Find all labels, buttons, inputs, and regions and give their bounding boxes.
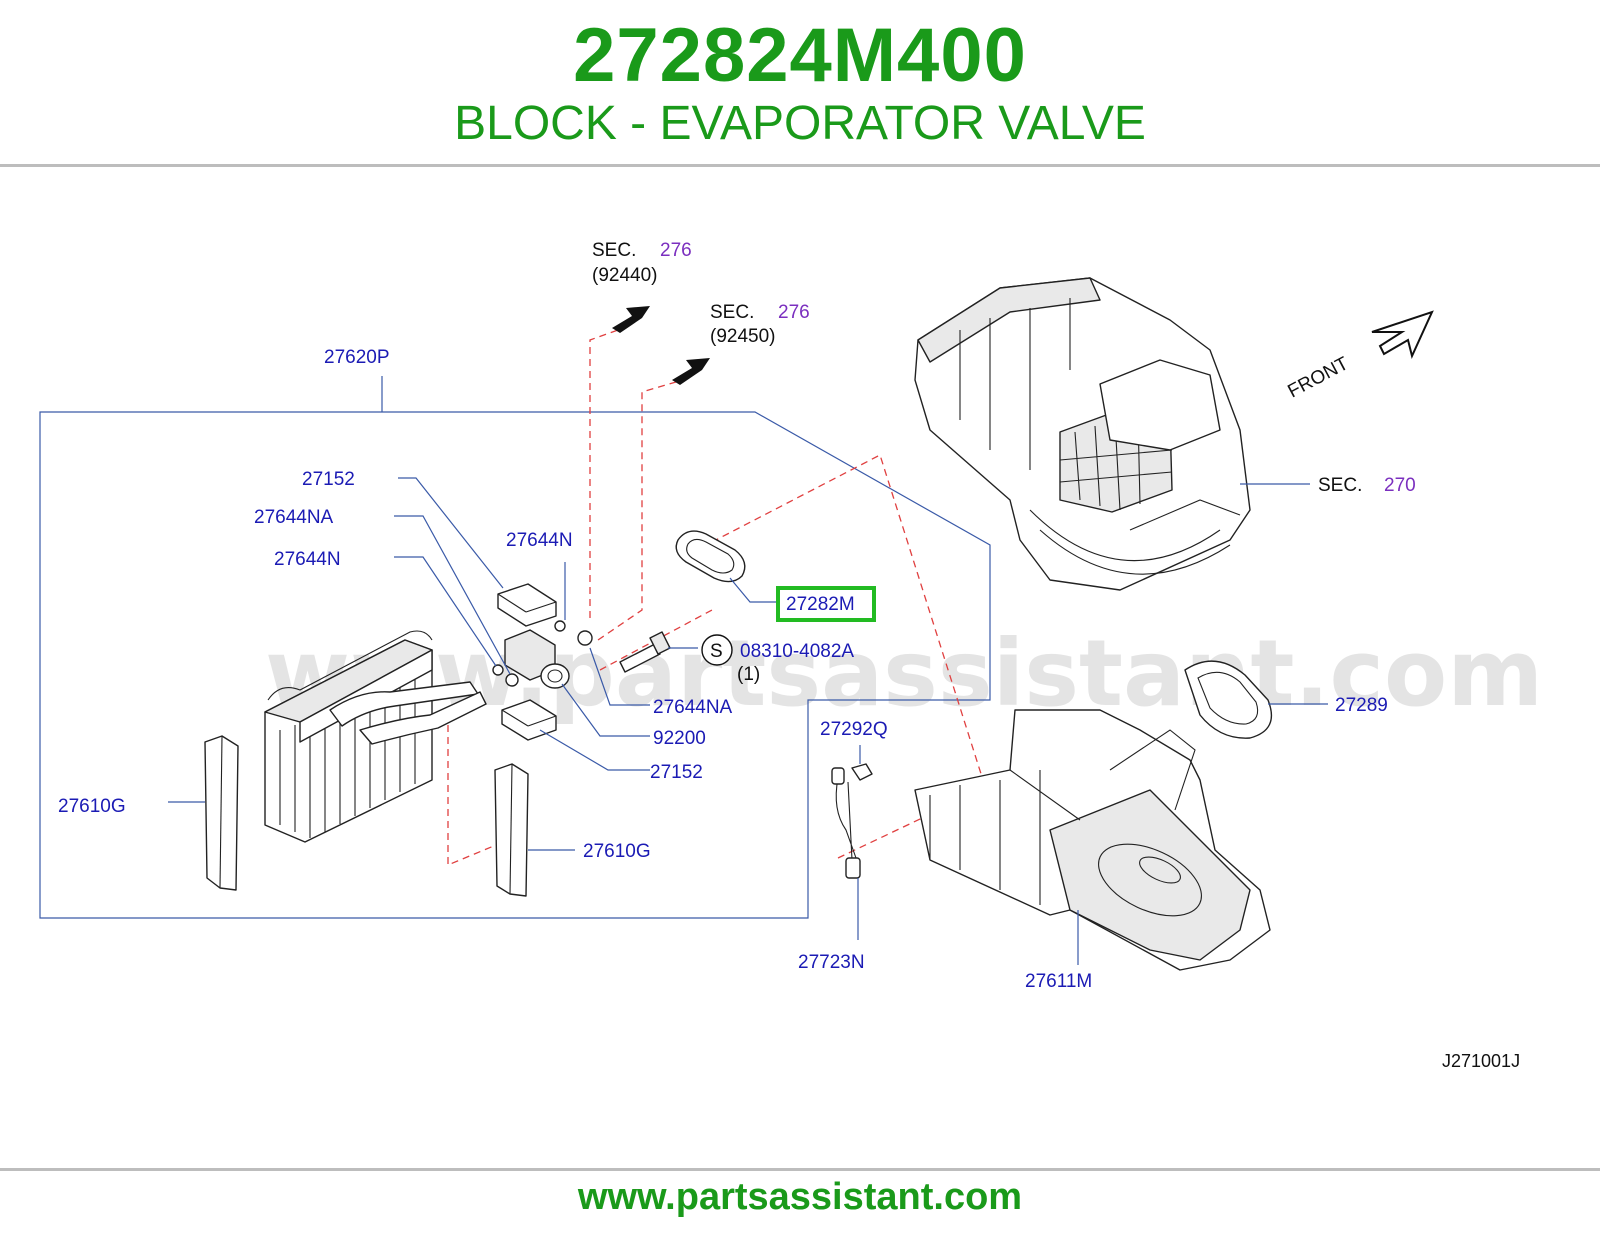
callout-92200[interactable]: 92200 <box>653 728 706 749</box>
callout-08310-4082A[interactable]: 08310-4082A <box>740 641 854 662</box>
callout-27611M[interactable]: 27611M <box>1025 971 1092 992</box>
site-url-link[interactable]: www.partsassistant.com <box>577 1176 1023 1218</box>
lower-housing-part <box>914 709 1271 971</box>
callout-27644N-left[interactable]: 27644N <box>274 549 341 570</box>
callout-27644N-mid[interactable]: 27644N <box>506 530 573 551</box>
front-label: FRONT <box>1284 353 1352 402</box>
watermark: www.partsassistant.com <box>265 620 1543 727</box>
evaporator-core-part <box>264 630 487 843</box>
sec-ref-2-sub: (92450) <box>710 326 776 347</box>
assembly-outline <box>39 411 991 919</box>
arrow-sec276-92450-icon <box>672 358 710 385</box>
callout-27610G-left[interactable]: 27610G <box>58 796 126 817</box>
seal-ring-27289-part <box>1184 660 1273 739</box>
sec-ref-2-prefix: SEC. <box>710 302 754 323</box>
upper-housing-part <box>914 277 1251 591</box>
arrow-sec276-92440-icon <box>612 306 650 333</box>
pipe-route-dash <box>589 329 619 618</box>
service-symbol-text: S <box>710 641 723 662</box>
sec-ref-2-number[interactable]: 276 <box>778 302 810 323</box>
part-number-title: 272824M400 <box>573 13 1027 98</box>
callout-27152-right[interactable]: 27152 <box>650 762 703 783</box>
diagram-code: J271001J <box>1442 1051 1520 1071</box>
sec-ref-3-number[interactable]: 270 <box>1384 475 1416 496</box>
valve-block-27282M-part <box>675 530 746 583</box>
callout-27610G-right[interactable]: 27610G <box>583 841 651 862</box>
bolt-08310-part <box>619 631 671 673</box>
callout-27152-top[interactable]: 27152 <box>302 469 355 490</box>
callout-27644NA-top[interactable]: 27644NA <box>254 507 334 528</box>
callout-27282M[interactable]: 27282M <box>786 594 855 615</box>
o-ring-27644NA-upper-part <box>577 630 593 646</box>
part-name-subtitle: BLOCK - EVAPORATOR VALVE <box>454 97 1146 150</box>
pad-27152-lower-part <box>501 699 557 741</box>
seal-27610G-right-part <box>494 763 529 897</box>
callout-27289[interactable]: 27289 <box>1335 695 1388 716</box>
sec-ref-3-prefix: SEC. <box>1318 475 1362 496</box>
header-divider <box>0 164 1600 167</box>
parts-diagram: www.partsassistant.com FRONT <box>39 240 1543 1071</box>
o-ring-27644N-lower-part <box>492 664 504 676</box>
callout-27292Q[interactable]: 27292Q <box>820 719 888 740</box>
expansion-valve-92200-part <box>504 629 570 689</box>
clip-27292Q-part <box>851 763 873 781</box>
callout-08310-qty: (1) <box>737 664 760 685</box>
callout-27723N[interactable]: 27723N <box>798 952 865 973</box>
sec-ref-1-number[interactable]: 276 <box>660 240 692 261</box>
sec-ref-1-prefix: SEC. <box>592 240 636 261</box>
pad-27152-upper-part <box>497 583 557 627</box>
callout-27620P[interactable]: 27620P <box>324 347 390 368</box>
callout-27644NA-right[interactable]: 27644NA <box>653 697 733 718</box>
highlight-box <box>776 586 876 622</box>
sec-ref-1-sub: (92440) <box>592 265 658 286</box>
front-arrow-icon <box>1371 310 1434 360</box>
o-ring-27644NA-lower-part <box>505 673 519 687</box>
harness-27723N-part <box>831 767 861 879</box>
service-symbol-icon <box>701 634 733 666</box>
o-ring-27644N-part <box>554 620 566 632</box>
footer-divider <box>0 1168 1600 1171</box>
seal-27610G-left-part <box>204 735 239 891</box>
